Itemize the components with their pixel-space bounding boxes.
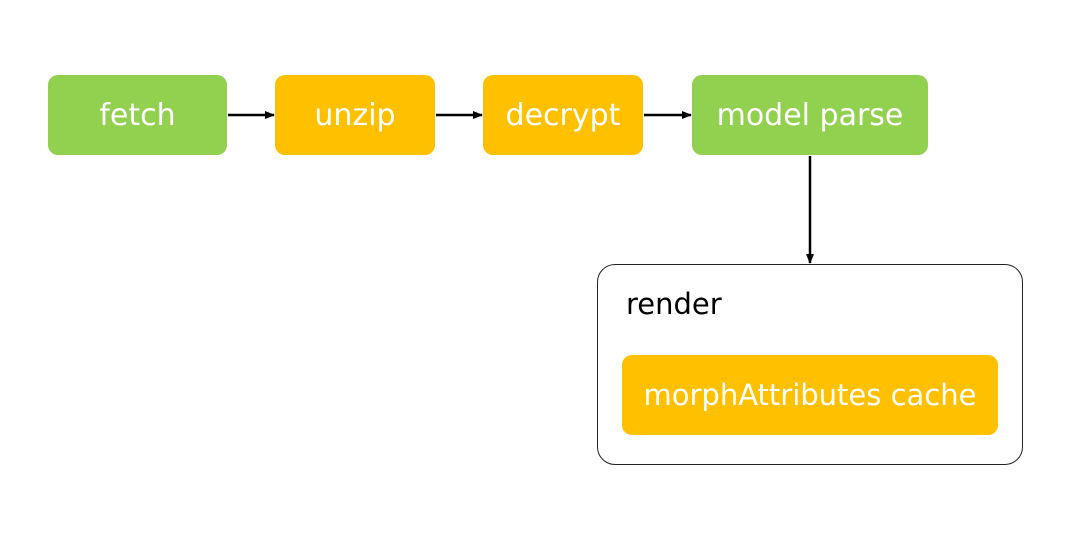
- render-container: render morphAttributes cache: [597, 264, 1023, 465]
- decrypt-label: decrypt: [505, 97, 621, 133]
- morph-attributes-cache-node: morphAttributes cache: [622, 355, 998, 435]
- model-parse-node: model parse: [692, 75, 928, 155]
- morph-attributes-cache-label: morphAttributes cache: [643, 378, 977, 412]
- fetch-node: fetch: [48, 75, 227, 155]
- render-title: render: [626, 287, 722, 321]
- unzip-label: unzip: [314, 97, 396, 133]
- unzip-node: unzip: [275, 75, 435, 155]
- decrypt-node: decrypt: [483, 75, 643, 155]
- fetch-label: fetch: [99, 97, 176, 133]
- model-parse-label: model parse: [716, 97, 904, 133]
